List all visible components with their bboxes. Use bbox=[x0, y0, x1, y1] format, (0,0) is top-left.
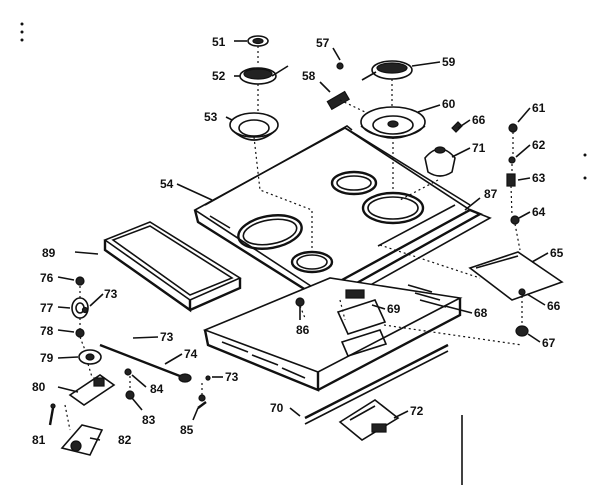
corner-marks bbox=[20, 22, 587, 180]
label-73-low: 73 bbox=[225, 370, 239, 384]
left-hardware bbox=[48, 276, 305, 456]
label-69: 69 bbox=[387, 302, 401, 316]
label-63: 63 bbox=[532, 171, 546, 185]
label-71: 71 bbox=[472, 141, 486, 155]
label-89: 89 bbox=[42, 246, 56, 260]
label-62: 62 bbox=[532, 138, 546, 152]
label-72: 72 bbox=[410, 404, 424, 418]
label-68: 68 bbox=[474, 306, 488, 320]
label-70: 70 bbox=[270, 401, 284, 415]
label-58: 58 bbox=[302, 69, 316, 83]
part-72-bracket bbox=[338, 399, 400, 441]
right-hardware bbox=[468, 123, 564, 337]
label-66-top: 66 bbox=[472, 113, 486, 127]
label-54: 54 bbox=[160, 177, 174, 191]
label-73-mid: 73 bbox=[160, 330, 174, 344]
label-83: 83 bbox=[142, 413, 156, 427]
label-87: 87 bbox=[484, 187, 498, 201]
label-82: 82 bbox=[118, 433, 132, 447]
label-85: 85 bbox=[180, 423, 194, 437]
burner-box bbox=[202, 277, 463, 392]
label-86: 86 bbox=[296, 323, 310, 337]
label-60: 60 bbox=[442, 97, 456, 111]
label-67: 67 bbox=[542, 336, 556, 350]
assembly-lines bbox=[64, 46, 523, 431]
part-70-tube-edge bbox=[304, 350, 449, 425]
label-76: 76 bbox=[40, 271, 54, 285]
label-81: 81 bbox=[32, 433, 46, 447]
label-51: 51 bbox=[212, 35, 226, 49]
broiler-pan bbox=[103, 221, 242, 313]
label-64: 64 bbox=[532, 205, 546, 219]
label-57: 57 bbox=[316, 36, 330, 50]
label-52: 52 bbox=[212, 69, 226, 83]
label-77: 77 bbox=[40, 301, 54, 315]
label-61: 61 bbox=[532, 101, 546, 115]
label-84: 84 bbox=[150, 382, 164, 396]
label-53: 53 bbox=[204, 110, 218, 124]
label-73-left: 73 bbox=[104, 287, 118, 301]
label-79: 79 bbox=[40, 351, 54, 365]
label-78: 78 bbox=[40, 324, 54, 338]
label-66-right: 66 bbox=[547, 299, 561, 313]
label-74: 74 bbox=[184, 347, 198, 361]
label-80: 80 bbox=[32, 380, 46, 394]
leader-lines bbox=[57, 40, 549, 485]
label-65: 65 bbox=[550, 246, 564, 260]
callout-labels: 51 52 53 54 57 58 59 60 61 62 63 64 65 6… bbox=[32, 35, 564, 447]
part-70-tube bbox=[304, 343, 449, 420]
label-59: 59 bbox=[442, 55, 456, 69]
